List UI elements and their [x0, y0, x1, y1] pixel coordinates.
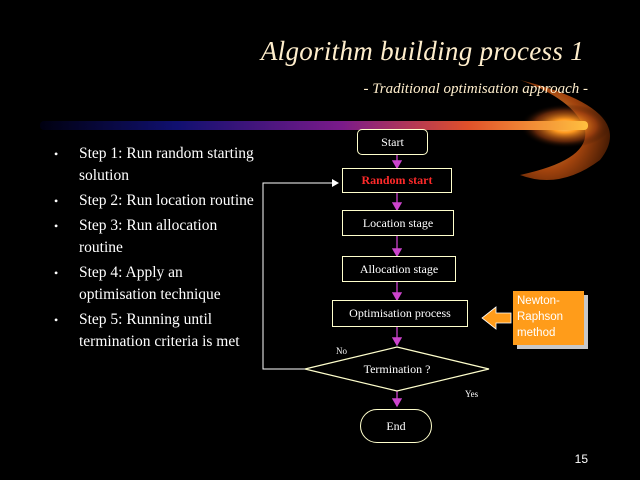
- flow-location-stage: Location stage: [342, 210, 454, 236]
- flow-end: End: [360, 409, 432, 443]
- flow-random-start: Random start: [342, 168, 452, 193]
- step-text: Step 5: Running until termination criter…: [79, 311, 240, 350]
- bullet-icon: •: [54, 219, 59, 233]
- flow-allocation-stage: Allocation stage: [342, 256, 456, 282]
- termination-diamond: [304, 346, 490, 392]
- slide-subtitle: - Traditional optimisation approach -: [363, 81, 588, 97]
- no-label: No: [336, 346, 347, 356]
- yes-label: Yes: [465, 389, 479, 399]
- step-text: Step 1: Run random starting solution: [79, 145, 254, 184]
- step-text: Step 2: Run location routine: [79, 192, 254, 209]
- callout-arrow: [481, 306, 512, 330]
- list-item: • Step 3: Run allocation routine: [52, 215, 262, 259]
- step-text: Step 3: Run allocation routine: [79, 217, 218, 256]
- list-item: • Step 2: Run location routine: [52, 190, 262, 212]
- newton-raphson-callout: Newton-Raphson method: [513, 291, 584, 345]
- page-number: 15: [574, 452, 588, 466]
- flow-start: Start: [357, 129, 428, 155]
- list-item: • Step 5: Running until termination crite…: [52, 309, 262, 353]
- flow-termination-label: Termination ?: [363, 362, 431, 376]
- list-item: • Step 1: Run random starting solution: [52, 143, 262, 187]
- slide-title: Algorithm building process 1: [260, 36, 584, 66]
- bullet-icon: •: [54, 266, 59, 280]
- bullet-icon: •: [54, 147, 59, 161]
- steps-list: • Step 1: Run random starting solution • S…: [52, 143, 262, 356]
- list-item: • Step 4: Apply an optimisation technique: [52, 262, 262, 306]
- bullet-icon: •: [54, 313, 59, 327]
- step-text: Step 4: Apply an optimisation technique: [79, 264, 221, 303]
- flow-optimisation-process: Optimisation process: [332, 300, 468, 327]
- bullet-icon: •: [54, 194, 59, 208]
